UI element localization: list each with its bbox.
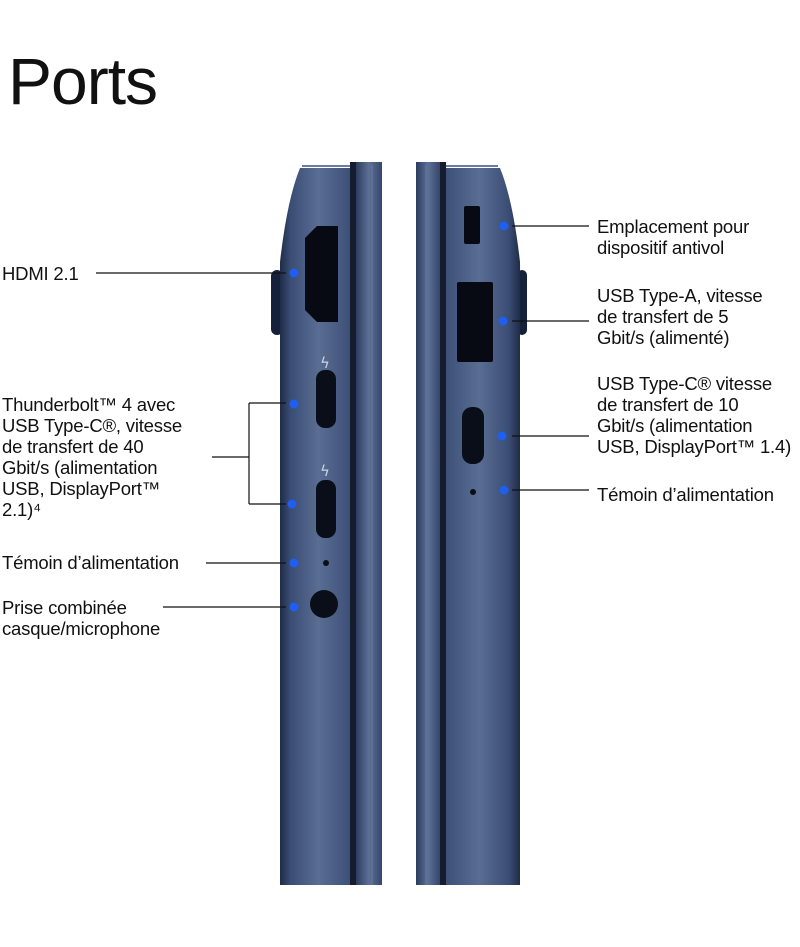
hdmi-port <box>305 226 338 322</box>
callout-dot <box>289 602 299 612</box>
label-thunderbolt: Thunderbolt™ 4 avec USB Type-C®, vitesse… <box>2 394 182 520</box>
thunderbolt-port-1 <box>316 370 336 428</box>
label-usb-c: USB Type-C® vitesse de transfert de 10 G… <box>597 373 792 457</box>
power-led-right <box>470 489 476 495</box>
right-side-device <box>416 162 527 885</box>
power-led-left <box>323 560 329 566</box>
callout-dot <box>498 316 508 326</box>
usb-c-port <box>462 407 484 464</box>
callout-dot <box>289 399 299 409</box>
label-power-led-right: Témoin d’alimentation <box>597 484 774 505</box>
left-lid <box>356 162 382 885</box>
label-usb-a: USB Type-A, vitesse de transfert de 5 Gb… <box>597 285 763 348</box>
usb-a-port <box>457 282 493 362</box>
thunderbolt-icon: ϟ <box>320 354 330 372</box>
left-base <box>280 168 350 885</box>
combo-jack <box>310 590 338 618</box>
page-title: Ports <box>8 44 158 118</box>
callout-dot <box>289 558 299 568</box>
thunderbolt-icon: ϟ <box>320 462 330 480</box>
right-hinge-gap <box>440 162 446 885</box>
callout-dot <box>289 268 299 278</box>
callout-dot <box>497 431 507 441</box>
lock-slot <box>464 206 480 244</box>
callout-dots <box>287 221 509 612</box>
label-hdmi: HDMI 2.1 <box>2 263 79 284</box>
callout-dot <box>499 221 509 231</box>
right-base <box>446 168 520 885</box>
left-side-device: ϟ ϟ <box>271 162 382 885</box>
left-hinge-gap <box>350 162 356 885</box>
right-lid <box>416 162 440 885</box>
label-lock-slot: Emplacement pour dispositif antivol <box>597 216 750 258</box>
callout-lines <box>96 225 589 608</box>
label-power-led-left: Témoin d’alimentation <box>2 552 179 573</box>
callout-dot <box>287 499 297 509</box>
callout-dot <box>499 485 509 495</box>
thunderbolt-port-2 <box>316 480 336 538</box>
label-combo-jack: Prise combinée casque/microphone <box>2 597 161 639</box>
